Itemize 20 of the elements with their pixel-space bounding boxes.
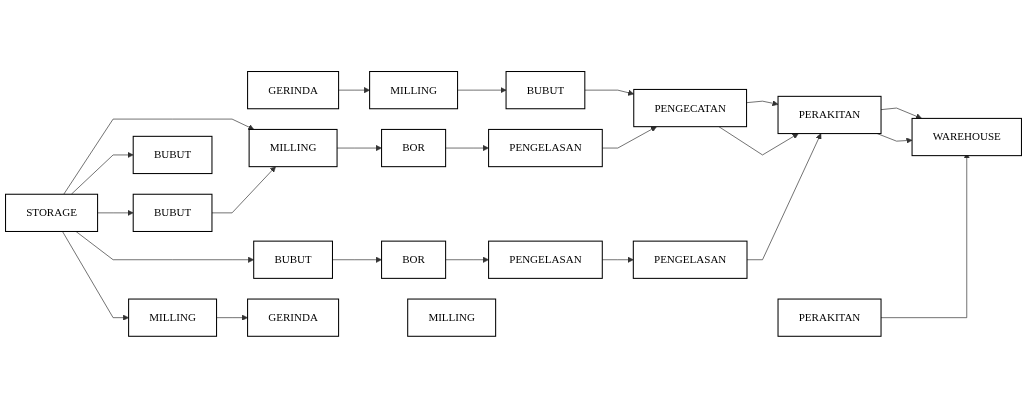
node-box: BUBUT bbox=[132, 135, 213, 175]
node-box: BOR bbox=[381, 129, 447, 168]
node-box: STORAGE bbox=[5, 193, 99, 233]
node-box: PENGELASAN bbox=[488, 129, 603, 168]
node-box: PENGECATAN bbox=[633, 89, 748, 128]
node-box: WAREHOUSE bbox=[911, 118, 1022, 157]
node-box: MILLING bbox=[407, 298, 497, 337]
node-box: BUBUT bbox=[253, 240, 333, 279]
node-box: GERINDA bbox=[247, 71, 340, 110]
node-box: PENGELASAN bbox=[488, 240, 603, 279]
node-box: GERINDA bbox=[247, 298, 340, 337]
node-box: MILLING bbox=[128, 298, 218, 337]
node-box: PERAKITAN bbox=[777, 95, 882, 135]
node-box: BOR bbox=[381, 240, 447, 279]
node-box: MILLING bbox=[369, 71, 459, 110]
node-box: PENGELASAN bbox=[632, 240, 748, 279]
node-box: BUBUT bbox=[505, 71, 586, 110]
node-box: PERAKITAN bbox=[777, 298, 882, 337]
node-box: MILLING bbox=[248, 129, 338, 168]
node-box: BUBUT bbox=[132, 193, 213, 233]
